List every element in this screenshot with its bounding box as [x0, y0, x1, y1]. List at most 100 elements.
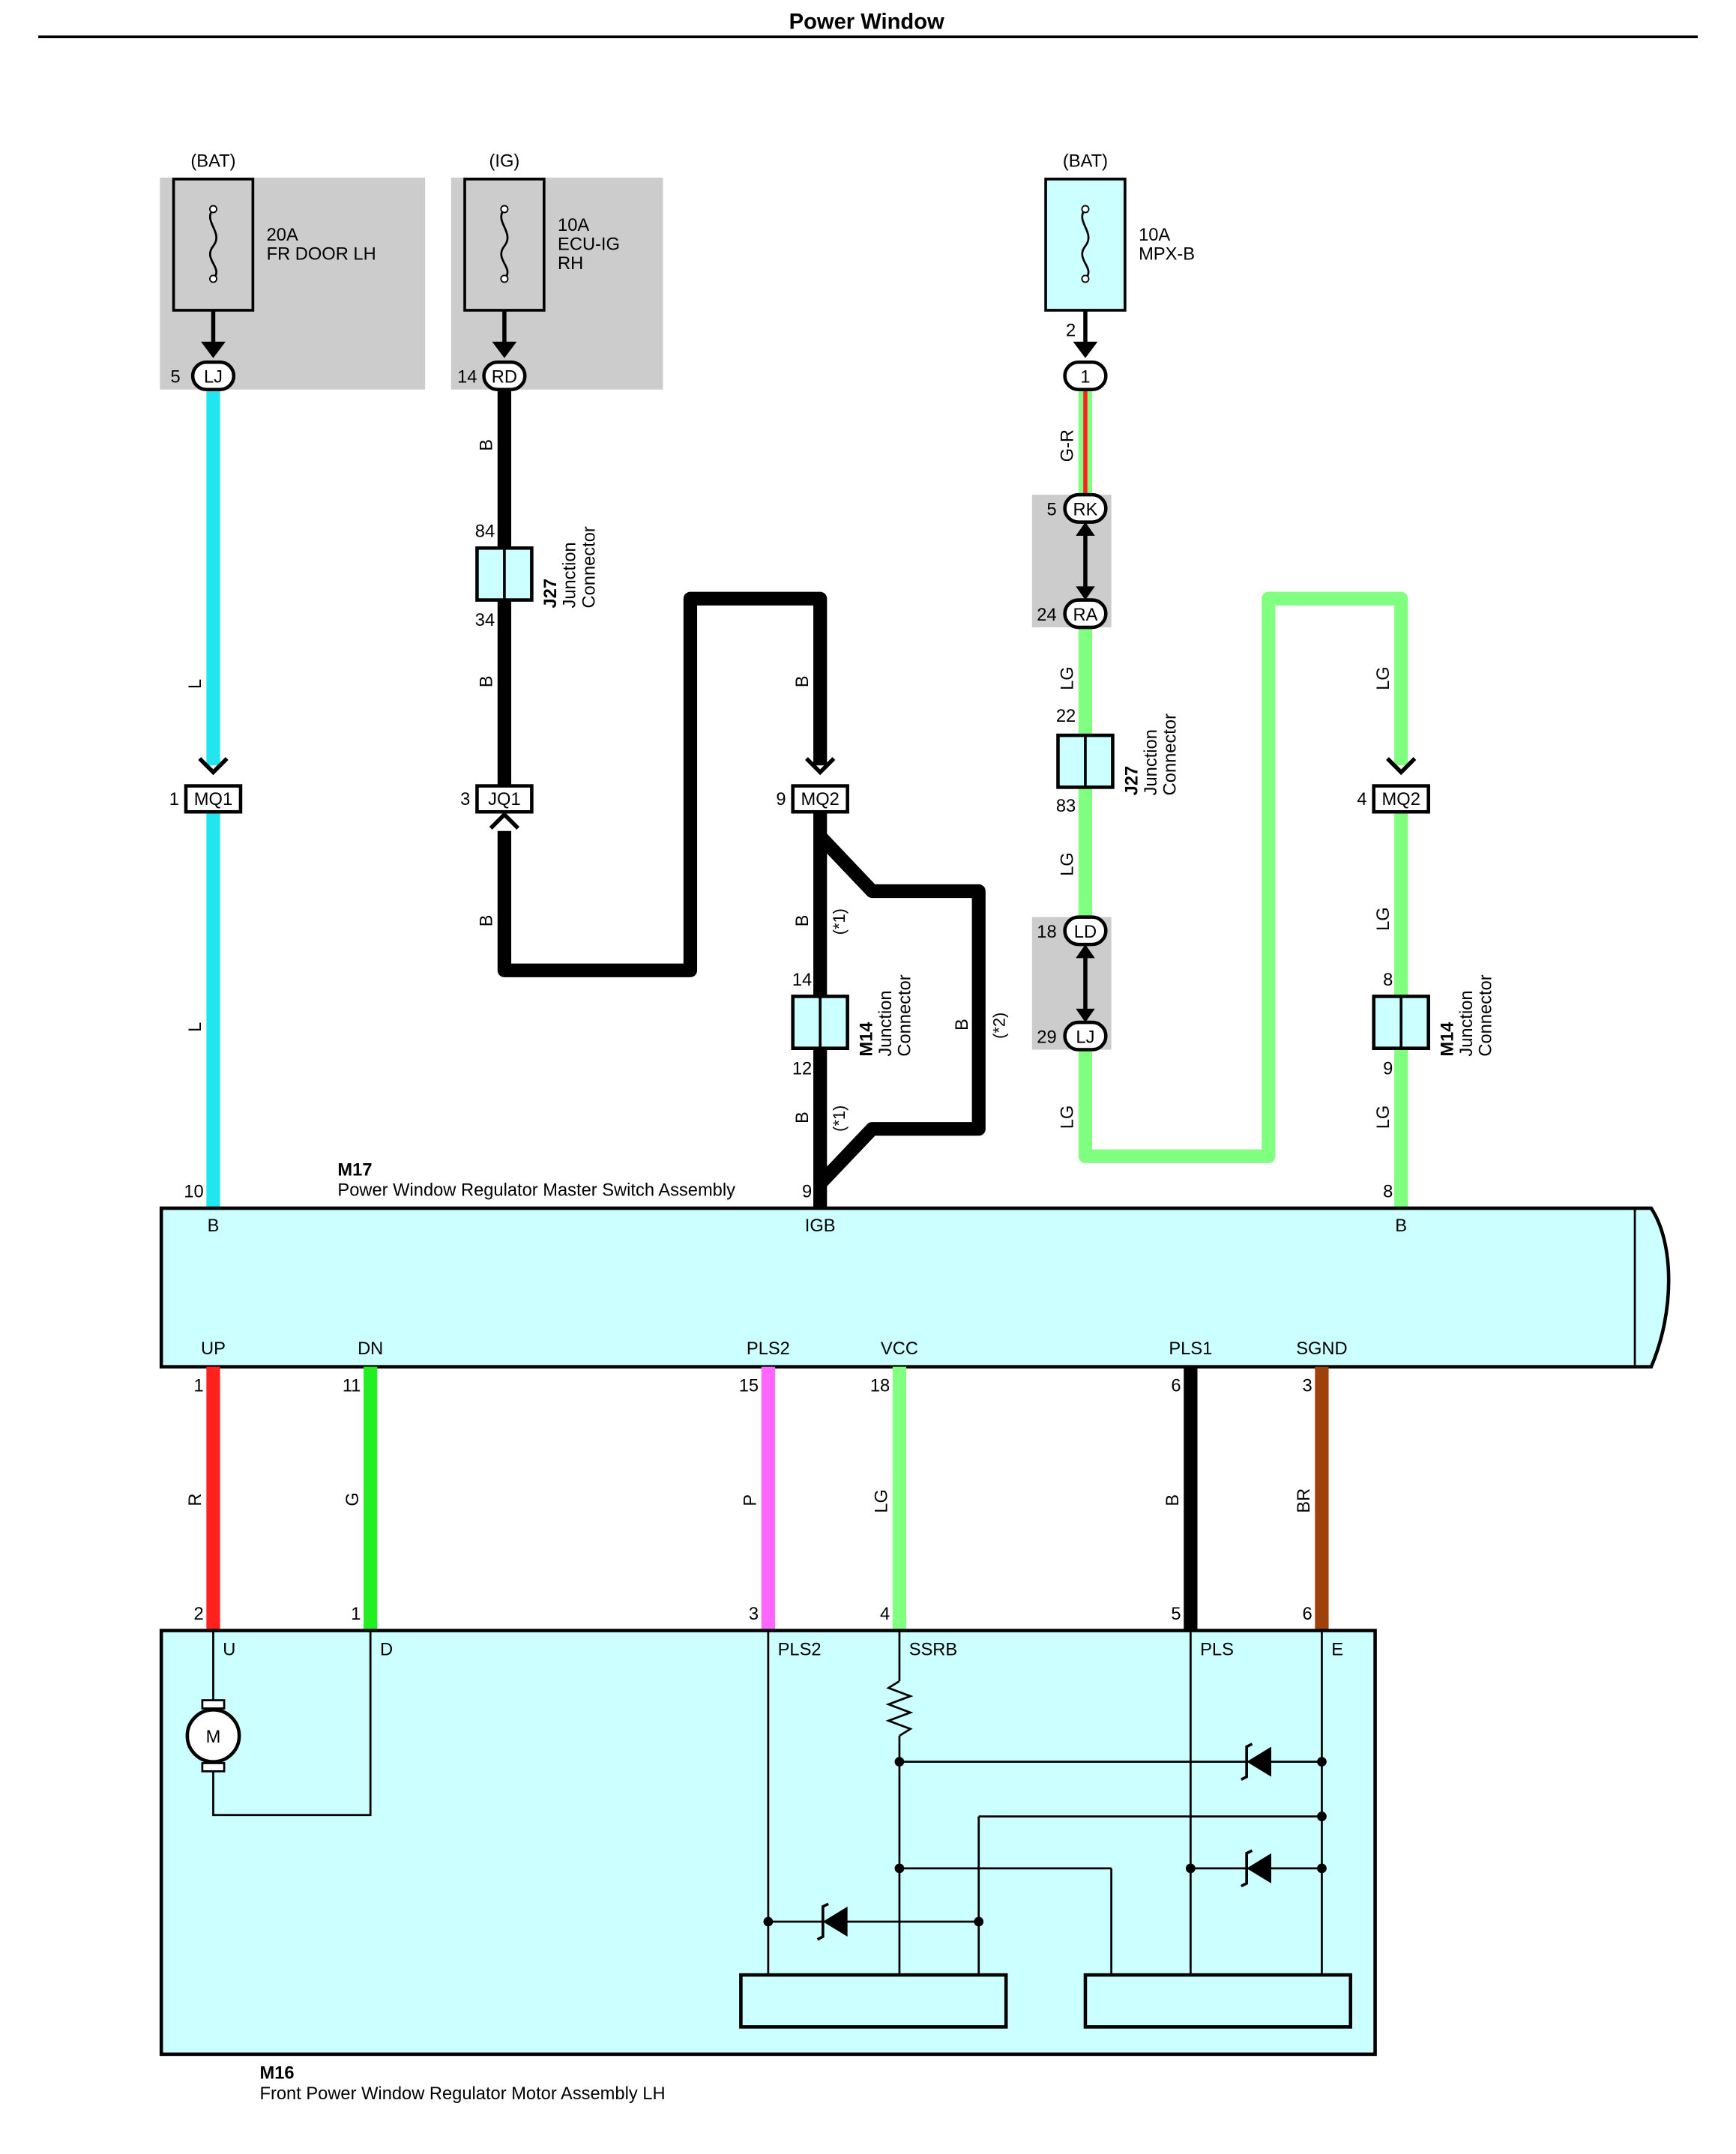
wire-label-r: R	[186, 1494, 205, 1506]
junction-dot	[1185, 1863, 1196, 1874]
connector-label: LD	[1074, 923, 1097, 942]
junction-dot	[1317, 1811, 1327, 1821]
diode-body	[822, 1906, 848, 1937]
terminal-pls: PLS	[1200, 1640, 1234, 1659]
connector-box	[475, 784, 534, 814]
connector-pill	[190, 360, 236, 392]
junction-dot	[894, 1757, 905, 1767]
pin-number: 14	[457, 368, 477, 387]
splice-arrow-up	[1076, 522, 1095, 536]
junction-pin-top: 84	[475, 522, 495, 542]
sensor-ic-box	[1083, 1973, 1353, 2029]
fuse-area-shade	[160, 178, 426, 390]
terminal-b: B	[208, 1216, 220, 1236]
diode-bar	[816, 1902, 829, 1941]
m17-master-switch: M17 Power Window Regulator Master Switch…	[159, 1160, 1671, 1369]
fuse-source: (IG)	[489, 151, 520, 171]
wire-label-b: B	[477, 915, 497, 927]
fuse-fr-door-lh: (BAT) 20A FR DOOR LH	[160, 151, 426, 390]
page-title: Power Window	[789, 10, 944, 34]
pin-number: 2	[1066, 322, 1076, 341]
pin-number: 6	[1171, 1376, 1181, 1396]
wire-label-b: B	[793, 1111, 813, 1123]
pin-number: 1	[351, 1605, 361, 1624]
zener-diode-icon	[816, 1902, 848, 1941]
fuse-terminal	[209, 205, 217, 214]
diode-bar	[1241, 1743, 1253, 1781]
connector-lj-top: LJ 5	[171, 360, 236, 392]
junction-code: M14	[857, 1022, 876, 1057]
fuse-terminal	[1081, 274, 1090, 283]
pin-number: 15	[739, 1376, 759, 1396]
pin-number: 4	[1357, 790, 1366, 809]
terminal-igb: IGB	[805, 1216, 836, 1236]
wire-b-loop	[497, 591, 828, 977]
junction-j27-right: 22 83 J27 Junction Connector	[1056, 707, 1180, 816]
fuse-rating: 10A	[558, 216, 589, 235]
connector-box	[791, 784, 849, 814]
wire-label-lg: LG	[1058, 1105, 1078, 1129]
wire-label-lg: LG	[1058, 852, 1078, 876]
terminal-pls2: PLS2	[778, 1640, 822, 1659]
zener-diode-icon	[1241, 1743, 1271, 1781]
motor-brush	[201, 1762, 226, 1773]
pin-number: 29	[1037, 1028, 1056, 1047]
pin-number: 18	[1037, 923, 1056, 942]
wire-label-lg: LG	[1374, 666, 1393, 690]
motor-circuit-line	[212, 1630, 372, 1817]
junction-dots	[763, 1757, 1327, 1927]
wire-label-star2: (*2)	[989, 1013, 1008, 1039]
connector-label: 1	[1080, 368, 1090, 387]
junction-pin-bottom: 9	[1383, 1059, 1393, 1078]
fuse-terminal	[209, 274, 217, 283]
connector-label: JQ1	[488, 790, 520, 809]
diode-body	[1247, 1746, 1271, 1777]
connector-pill	[1063, 492, 1108, 524]
junction-pin-bottom: 83	[1056, 797, 1076, 816]
terminal-dn: DN	[358, 1339, 383, 1359]
junction-pin-top: 22	[1056, 707, 1076, 726]
splice-arrow-up	[1076, 944, 1095, 959]
wire-lg-lower-loop	[1078, 591, 1408, 1163]
connector-pill	[1063, 915, 1108, 947]
terminal-sgnd: SGND	[1296, 1339, 1347, 1359]
junction-name: Junction	[876, 990, 896, 1056]
connector-label: MQ1	[194, 790, 232, 809]
double-arrow-mq2b	[1386, 757, 1417, 776]
wire-b-bypass-star2	[815, 831, 986, 1189]
connector-pill	[1063, 1020, 1108, 1052]
wire-label-lg: LG	[1058, 666, 1078, 690]
m17-body	[159, 1206, 1671, 1369]
terminal-vcc: VCC	[881, 1339, 918, 1359]
connector-ra: RA 24	[1037, 598, 1108, 630]
junction-dot	[1317, 1863, 1327, 1874]
junction-code: J27	[541, 579, 561, 609]
fuse-name: FR DOOR LH	[267, 244, 376, 264]
terminal-ssrb: SSRB	[909, 1640, 958, 1659]
connector-mq2-b: MQ2 4	[1357, 784, 1430, 814]
pin-number: 3	[1302, 1376, 1312, 1396]
terminal-up: UP	[201, 1339, 226, 1359]
wire-label-star1: (*1)	[830, 1105, 849, 1132]
zener-diode-icon	[1241, 1849, 1271, 1888]
junction-m14-right: 8 9 M14 Junction Connector	[1372, 971, 1496, 1078]
junction-pin-bottom: 12	[792, 1059, 812, 1078]
junction-name: Junction	[1457, 990, 1477, 1056]
connector-label: RD	[492, 368, 517, 387]
wire-label-g-r: G-R	[1058, 429, 1078, 462]
fuse-terminal	[500, 205, 509, 214]
fuse-area-shade	[450, 178, 663, 390]
wire-label-b: B	[477, 675, 497, 687]
wire-label-b: B	[477, 439, 497, 451]
wire-label-b: B	[953, 1019, 972, 1031]
terminal-b: B	[1395, 1216, 1407, 1236]
m16-name: Front Power Window Regulator Motor Assem…	[259, 2084, 665, 2104]
fuse-icon	[1081, 208, 1090, 280]
connector-label: LJ	[204, 368, 223, 387]
m17-code: M17	[337, 1160, 372, 1180]
connector-label: RK	[1073, 500, 1098, 519]
pin-number: 18	[870, 1376, 890, 1396]
terminal-d: D	[380, 1640, 393, 1659]
junction-code: M14	[1438, 1022, 1458, 1057]
